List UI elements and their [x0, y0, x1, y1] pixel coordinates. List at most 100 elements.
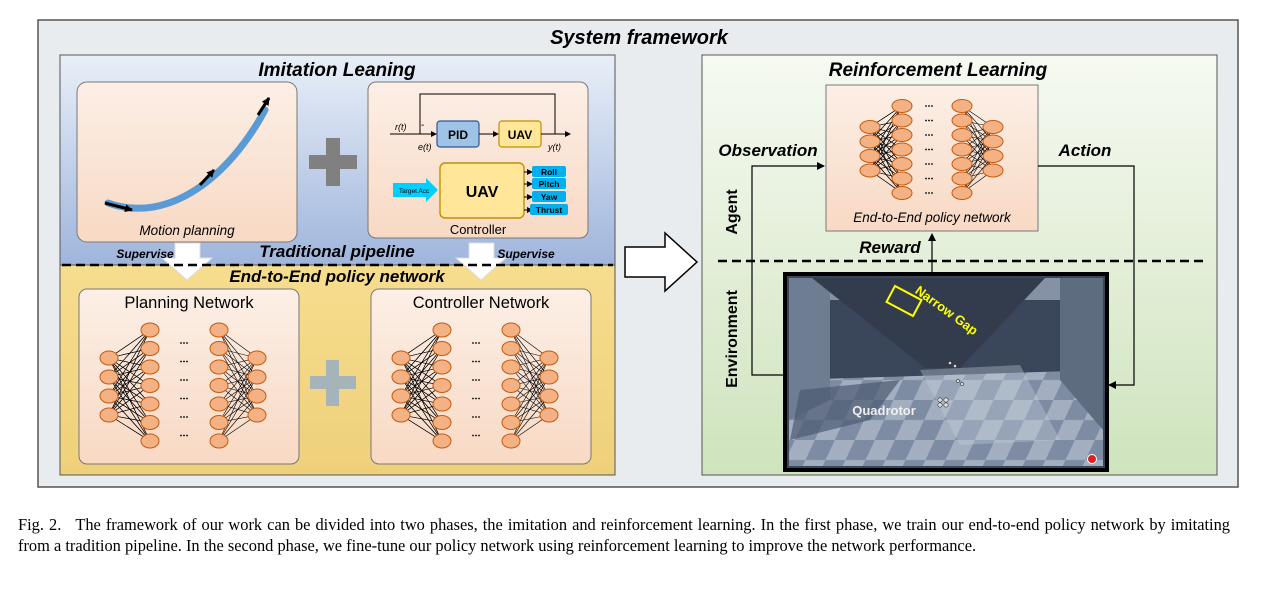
controller-label: Controller	[450, 222, 507, 237]
nn-edge	[510, 357, 550, 405]
nn-ellipsis-dot	[928, 119, 930, 122]
pitch-label: Pitch	[539, 179, 560, 189]
yt-label: y(t)	[547, 142, 561, 152]
nn-node	[209, 378, 229, 393]
nn-ellipsis-dot	[472, 434, 474, 437]
environment-label: Environment	[724, 289, 741, 387]
nn-node	[99, 350, 119, 366]
nn-ellipsis-dot	[183, 434, 185, 437]
nn-edge	[961, 126, 994, 165]
nn-node	[432, 433, 452, 449]
nn-node	[140, 415, 160, 430]
nn-node	[982, 163, 1004, 178]
motion-planning-box	[76, 81, 298, 243]
nn-edge	[961, 155, 994, 194]
nn-node	[982, 149, 1004, 163]
nn-node	[209, 341, 229, 356]
narrow-gap-marker	[885, 284, 923, 318]
trajectory-arrow-mid	[198, 168, 216, 187]
nn-node	[140, 378, 160, 393]
nn-ellipsis-dot	[186, 416, 188, 418]
nn-edge	[400, 329, 443, 397]
feedback-loop-line	[419, 93, 556, 134]
supervise-arrow-right	[454, 242, 508, 281]
nn-ellipsis-dot	[931, 119, 933, 122]
nn-ellipsis-dot	[475, 434, 477, 437]
nn-ellipsis-dot	[186, 342, 188, 344]
nn-edge	[869, 120, 903, 171]
action-line	[1038, 165, 1135, 389]
nn-ellipsis-dot	[931, 163, 933, 165]
supervise-arrow-left	[160, 242, 214, 281]
nn-ellipsis-dot	[931, 134, 933, 136]
nn-node	[891, 99, 913, 113]
controller-network-label: Controller Network	[413, 294, 550, 312]
nn-node	[982, 134, 1004, 149]
nn-ellipsis-dot	[180, 342, 182, 344]
nn-edge	[218, 357, 258, 423]
nn-ellipsis-dot	[478, 360, 480, 363]
nn-ellipsis-dot	[925, 148, 927, 151]
nn-ellipsis-dot	[925, 105, 927, 107]
nn-node	[501, 341, 521, 356]
nn-node	[891, 113, 913, 128]
framework-figure: System framework Imitation Leaning Motio…	[37, 19, 1239, 488]
plus-icon-lower	[310, 360, 356, 406]
nn-edge	[108, 329, 151, 397]
supervise-left-label: Supervise	[116, 247, 174, 261]
plus-icon-upper	[309, 138, 357, 186]
nn-ellipsis-dot	[475, 397, 477, 400]
nn-edge	[869, 105, 903, 157]
nn-node	[891, 128, 913, 142]
reward-label: Reward	[859, 238, 921, 257]
nn-node	[951, 99, 973, 113]
nn-ellipsis-dot	[925, 177, 927, 180]
nn-node	[140, 396, 160, 412]
nn-ellipsis-dot	[928, 105, 930, 107]
rt-label: r(t)	[395, 122, 407, 132]
nn-node	[247, 369, 267, 385]
minus-sign: -	[421, 120, 424, 131]
nn-node	[891, 142, 913, 157]
nn-node	[391, 350, 411, 366]
nn-node	[539, 350, 559, 366]
nn-node	[501, 433, 521, 449]
quadrotor-label: Quadrotor	[852, 403, 916, 418]
nn-node	[140, 322, 160, 338]
controller-network-box	[370, 288, 592, 465]
pitch-output	[532, 178, 566, 189]
nn-edge	[108, 348, 151, 416]
uav-big-block	[439, 162, 525, 219]
action-label: Action	[1058, 141, 1112, 160]
planning-network-box	[78, 288, 300, 465]
figure-caption: Fig. 2.The framework of our work can be …	[18, 514, 1230, 556]
nn-ellipsis-dot	[931, 177, 933, 180]
nn-node	[859, 149, 881, 163]
nn-node	[209, 415, 229, 430]
nn-ellipsis-dot	[472, 342, 474, 344]
nn-ellipsis-dot	[931, 105, 933, 107]
nn-node	[209, 359, 229, 375]
nn-ellipsis-dot	[931, 148, 933, 151]
nn-ellipsis-dot	[478, 342, 480, 344]
nn-node	[209, 396, 229, 412]
nn-ellipsis-dot	[475, 416, 477, 418]
roll-output	[532, 166, 566, 177]
nn-ellipsis-dot	[925, 119, 927, 122]
nn-node	[140, 433, 160, 449]
target-acc-label: Target Acc	[399, 188, 430, 195]
nn-edge	[510, 376, 550, 442]
et-label: e(t)	[418, 142, 432, 152]
nn-node	[432, 359, 452, 375]
observation-line	[751, 162, 825, 376]
target-acc-arrow	[393, 178, 438, 202]
nn-edge	[400, 366, 443, 416]
planning-network-label: Planning Network	[124, 294, 254, 312]
nn-node	[247, 388, 267, 404]
nn-node	[891, 186, 913, 200]
environment-render	[783, 272, 1109, 472]
nn-ellipsis-dot	[925, 192, 927, 194]
nn-ellipsis-dot	[180, 397, 182, 400]
nn-ellipsis-dot	[478, 379, 480, 381]
nn-node	[539, 388, 559, 404]
